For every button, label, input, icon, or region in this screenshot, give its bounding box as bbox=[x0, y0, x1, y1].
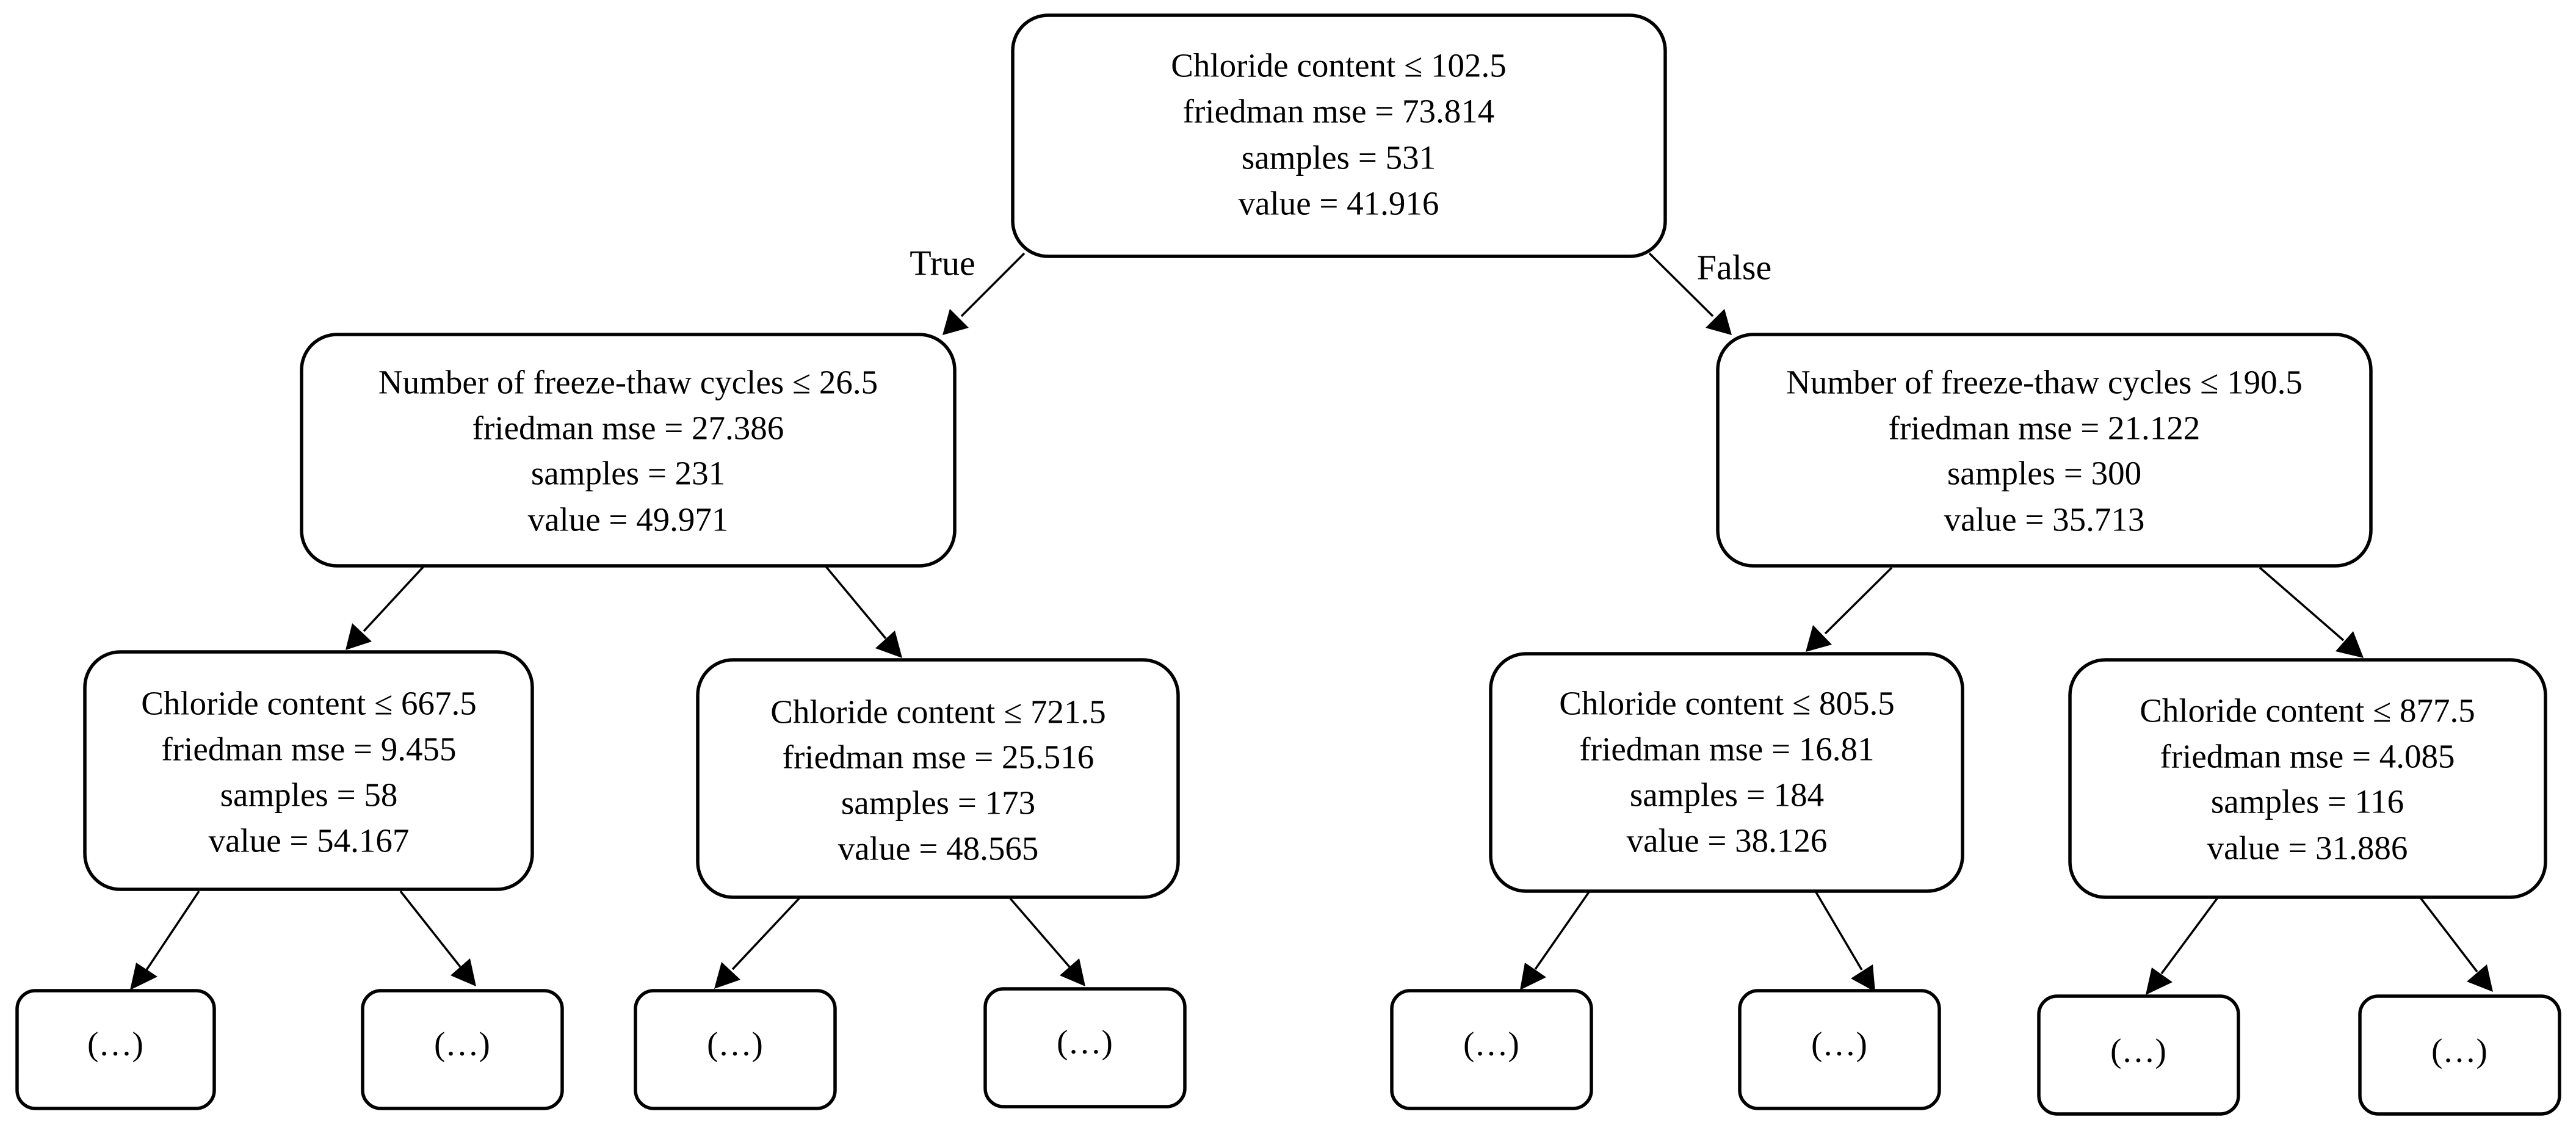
tree-node-root: Chloride content ≤ 102.5 friedman mse = … bbox=[1011, 13, 1667, 258]
node-split-condition: Chloride content ≤ 667.5 bbox=[141, 685, 477, 722]
edge-left-right-to-leaf-2 bbox=[1009, 897, 1085, 986]
tree-node-left-right: Chloride content ≤ 721.5 friedman mse = … bbox=[696, 658, 1180, 899]
node-samples: samples = 231 bbox=[531, 455, 725, 492]
truncated-leaf-label: (…) bbox=[1811, 1025, 1867, 1063]
edge-left-to-left-left bbox=[346, 565, 425, 650]
truncated-leaf-4: (…) bbox=[983, 987, 1187, 1108]
tree-node-left: Number of freeze-thaw cycles ≤ 26.5 frie… bbox=[300, 333, 957, 568]
node-samples: samples = 531 bbox=[1242, 139, 1436, 176]
truncated-leaf-label: (…) bbox=[707, 1025, 763, 1063]
edge-left-left-to-leaf-1 bbox=[130, 891, 200, 990]
edge-right-left-to-leaf-1 bbox=[1520, 891, 1591, 990]
edge-right-right-to-leaf-2 bbox=[2420, 897, 2493, 992]
truncated-leaf-5: (…) bbox=[1390, 989, 1593, 1110]
edge-right-to-right-left bbox=[1806, 566, 1893, 652]
node-friedman-mse: friedman mse = 73.814 bbox=[1183, 93, 1495, 130]
node-samples: samples = 58 bbox=[220, 776, 398, 814]
node-samples: samples = 300 bbox=[1947, 455, 2141, 492]
node-samples: samples = 184 bbox=[1630, 776, 1824, 814]
node-value: value = 31.886 bbox=[2207, 830, 2408, 867]
node-value: value = 38.126 bbox=[1627, 822, 1828, 859]
edge-left-right-to-leaf-1 bbox=[714, 897, 800, 989]
truncated-leaf-3: (…) bbox=[634, 989, 837, 1110]
truncated-leaf-2: (…) bbox=[361, 989, 564, 1110]
node-friedman-mse: friedman mse = 9.455 bbox=[161, 731, 456, 768]
node-split-condition: Number of freeze-thaw cycles ≤ 26.5 bbox=[378, 364, 878, 401]
node-friedman-mse: friedman mse = 21.122 bbox=[1889, 410, 2201, 447]
tree-node-right-left: Chloride content ≤ 805.5 friedman mse = … bbox=[1489, 652, 1964, 893]
node-split-condition: Chloride content ≤ 721.5 bbox=[770, 693, 1106, 731]
truncated-leaf-label: (…) bbox=[1057, 1024, 1113, 1061]
node-value: value = 35.713 bbox=[1944, 501, 2145, 538]
node-value: value = 54.167 bbox=[209, 822, 410, 859]
node-split-condition: Chloride content ≤ 102.5 bbox=[1171, 47, 1507, 84]
tree-edges bbox=[130, 252, 2493, 995]
node-value: value = 41.916 bbox=[1239, 185, 1439, 222]
tree-node-right: Number of freeze-thaw cycles ≤ 190.5 fri… bbox=[1716, 333, 2373, 568]
edge-label-false: False bbox=[1697, 247, 1771, 287]
node-value: value = 49.971 bbox=[528, 501, 729, 538]
truncated-leaf-label: (…) bbox=[2431, 1032, 2487, 1069]
truncated-leaf-1: (…) bbox=[15, 989, 216, 1110]
edge-right-right-to-leaf-1 bbox=[2146, 897, 2218, 995]
edge-left-to-left-right bbox=[824, 565, 902, 658]
truncated-leaf-label: (…) bbox=[434, 1025, 490, 1063]
truncated-leaf-7: (…) bbox=[2037, 994, 2240, 1116]
edge-left-left-to-leaf-2 bbox=[399, 890, 476, 986]
edge-label-true: True bbox=[910, 243, 975, 283]
truncated-leaf-label: (…) bbox=[2110, 1032, 2166, 1069]
node-samples: samples = 173 bbox=[841, 784, 1035, 822]
node-friedman-mse: friedman mse = 4.085 bbox=[2160, 738, 2455, 775]
truncated-leaf-label: (…) bbox=[87, 1025, 143, 1063]
edge-root-to-right bbox=[1648, 252, 1732, 335]
node-friedman-mse: friedman mse = 25.516 bbox=[783, 739, 1094, 776]
edge-right-to-right-right bbox=[2259, 566, 2364, 658]
node-split-condition: Chloride content ≤ 805.5 bbox=[1559, 685, 1895, 722]
edge-root-to-left bbox=[942, 252, 1026, 335]
node-friedman-mse: friedman mse = 27.386 bbox=[472, 410, 784, 447]
node-value: value = 48.565 bbox=[838, 830, 1039, 867]
node-split-condition: Chloride content ≤ 877.5 bbox=[2140, 692, 2475, 729]
node-split-condition: Number of freeze-thaw cycles ≤ 190.5 bbox=[1786, 364, 2303, 401]
truncated-leaf-8: (…) bbox=[2358, 994, 2561, 1116]
truncated-leaf-6: (…) bbox=[1738, 989, 1941, 1110]
node-samples: samples = 116 bbox=[2211, 783, 2404, 820]
tree-node-left-left: Chloride content ≤ 667.5 friedman mse = … bbox=[83, 650, 534, 891]
truncated-leaf-label: (…) bbox=[1463, 1025, 1519, 1063]
node-friedman-mse: friedman mse = 16.81 bbox=[1579, 731, 1874, 768]
tree-node-right-right: Chloride content ≤ 877.5 friedman mse = … bbox=[2068, 658, 2547, 899]
edge-right-left-to-leaf-2 bbox=[1814, 891, 1875, 992]
